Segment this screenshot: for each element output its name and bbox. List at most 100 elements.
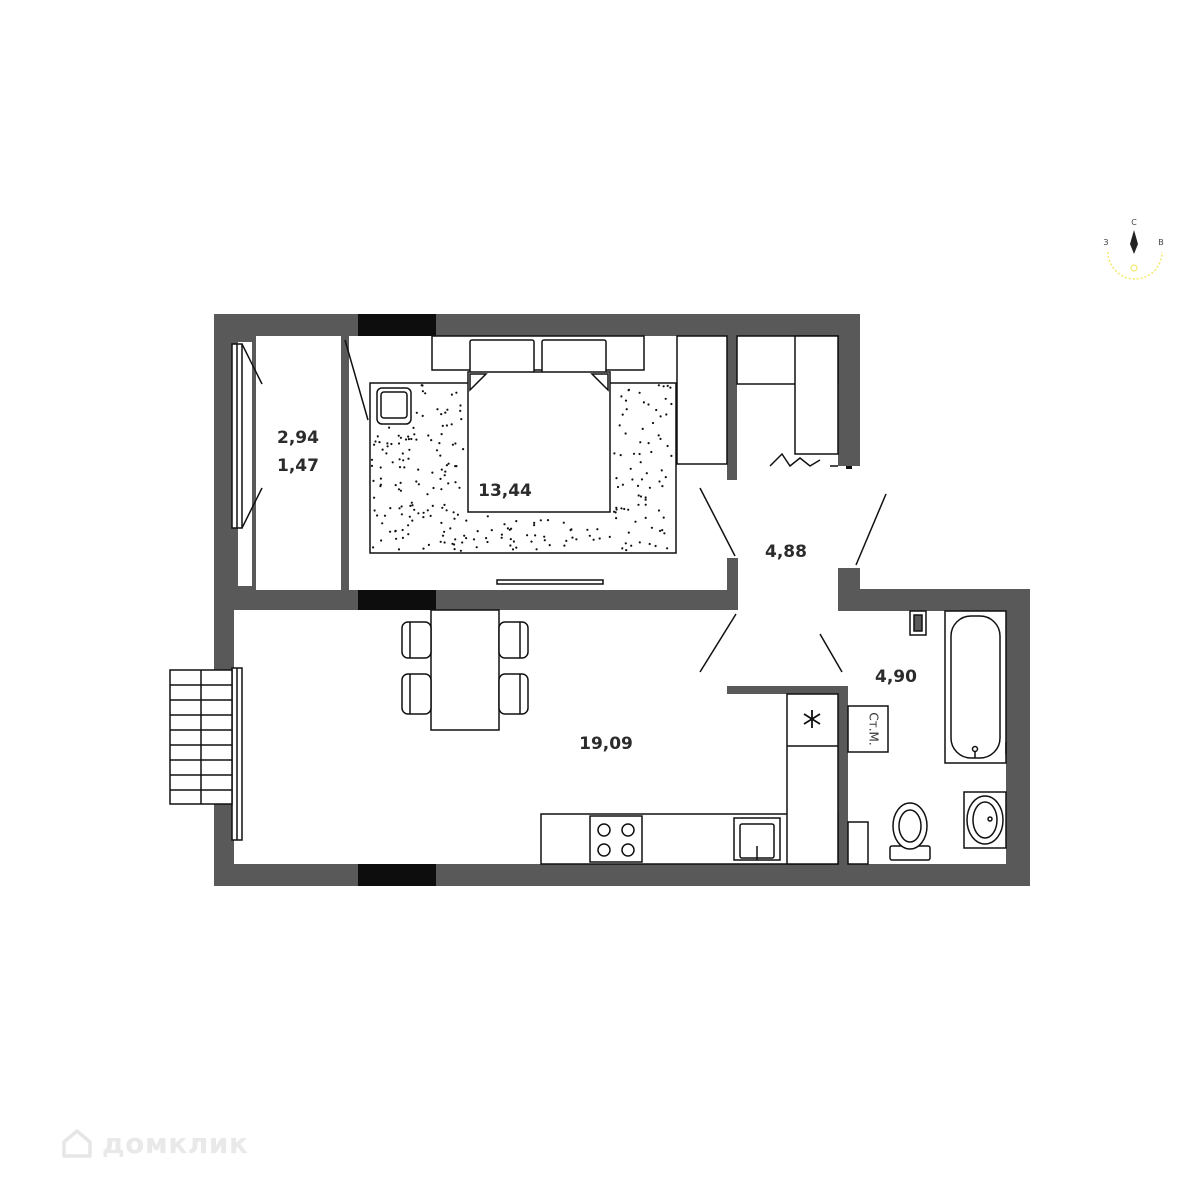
rug-dot <box>486 515 489 518</box>
rug-dot <box>615 517 618 520</box>
rug-dot <box>417 512 420 515</box>
bedroom-area-label: 13,44 <box>478 481 532 501</box>
rug-dot <box>389 507 392 510</box>
rug-dot <box>459 404 462 407</box>
rug-dot <box>440 521 443 525</box>
dining-table <box>430 609 500 731</box>
rug-dot <box>422 516 425 519</box>
rug-dot <box>637 494 640 497</box>
rug-dot <box>443 503 446 506</box>
rug-dot <box>647 442 650 445</box>
rug-dot <box>644 496 647 499</box>
rug-dot <box>630 544 633 547</box>
kitchen-counter <box>540 693 839 865</box>
rug-dot <box>390 442 393 446</box>
rug-dot <box>441 424 444 427</box>
compass: С З В <box>1103 218 1164 280</box>
rug-dot <box>636 484 640 487</box>
rug-dot <box>627 531 630 534</box>
rug-dot <box>644 503 647 506</box>
rug-dot <box>422 547 425 550</box>
rug-dot <box>397 548 401 551</box>
rug-dot <box>569 529 572 532</box>
compass-east: В <box>1158 238 1164 247</box>
rug-dot <box>644 498 647 501</box>
rug-dot <box>411 519 414 522</box>
rug-dot <box>370 464 374 467</box>
rug-dot <box>385 452 388 455</box>
rug-dot <box>439 540 442 543</box>
rug-dot <box>410 437 413 441</box>
rug-dot <box>586 528 589 531</box>
rug-dot <box>526 534 529 537</box>
rug-dot <box>663 532 666 535</box>
rug-dot <box>429 514 432 518</box>
rug-dot <box>424 392 427 395</box>
rug-dot <box>503 523 506 526</box>
rug-dot <box>409 504 412 507</box>
rug-dot <box>435 449 439 452</box>
rug-dot <box>446 408 449 411</box>
rug-dot <box>431 504 434 507</box>
rug-dot <box>662 516 665 519</box>
rug-dot <box>444 470 447 473</box>
rug-dot <box>440 433 443 436</box>
rug-dot <box>661 529 664 532</box>
rug-dot <box>509 538 512 541</box>
rug-dot <box>543 539 546 542</box>
rug-dot <box>445 424 448 427</box>
rug-dot <box>404 438 408 441</box>
rug-dot <box>459 409 462 412</box>
rug-dot <box>450 393 453 396</box>
rug-dot <box>381 522 384 525</box>
rug-dot <box>620 507 623 510</box>
rug-dot <box>408 448 411 451</box>
rug-dot <box>659 529 662 533</box>
rug-dot <box>490 529 493 532</box>
rug-dot <box>407 457 410 460</box>
rug-dot <box>454 442 457 445</box>
rug-dot <box>413 433 416 436</box>
rug-dot <box>372 479 375 482</box>
rug-dot <box>459 549 462 552</box>
rug-dot <box>510 527 513 530</box>
rug-dot <box>383 514 387 517</box>
rug-dot <box>465 519 468 522</box>
balcony-door <box>241 339 369 529</box>
rug-dot <box>598 537 601 540</box>
rug-dot <box>427 434 430 437</box>
rug-dot <box>535 548 538 551</box>
rug-dot <box>395 537 398 540</box>
balcony-railing <box>169 669 233 805</box>
rug-dot <box>445 509 448 512</box>
bedroom-furniture <box>369 335 677 585</box>
rug-dot <box>421 390 424 393</box>
rug-dot <box>380 539 383 542</box>
rug-dot <box>511 548 515 551</box>
rug-dot <box>619 454 622 457</box>
rug-dot <box>485 537 488 540</box>
rug-dot <box>415 438 418 441</box>
bed <box>467 371 611 513</box>
rug-dot <box>638 391 641 394</box>
rug-dot <box>500 536 503 539</box>
rug-dot <box>399 489 402 492</box>
balcony-reduced-area-label: 1,47 <box>277 456 319 476</box>
rug-dot <box>401 536 404 540</box>
wardrobe <box>676 335 852 469</box>
rug-dot <box>436 408 439 411</box>
rug-dot <box>648 542 651 546</box>
rug-dot <box>645 472 648 475</box>
rug-dot <box>410 501 413 504</box>
rug-dot <box>640 478 644 481</box>
rug-dot <box>443 530 446 533</box>
rug-dot <box>444 411 447 414</box>
rug-dot <box>391 461 394 464</box>
rug-dot <box>615 508 618 511</box>
rug-dot <box>379 466 382 469</box>
rug-dot <box>657 509 661 512</box>
rug-dot <box>588 534 591 537</box>
rug-dot <box>412 426 415 429</box>
rug-dot <box>454 465 457 468</box>
compass-needle-icon <box>1130 230 1138 254</box>
